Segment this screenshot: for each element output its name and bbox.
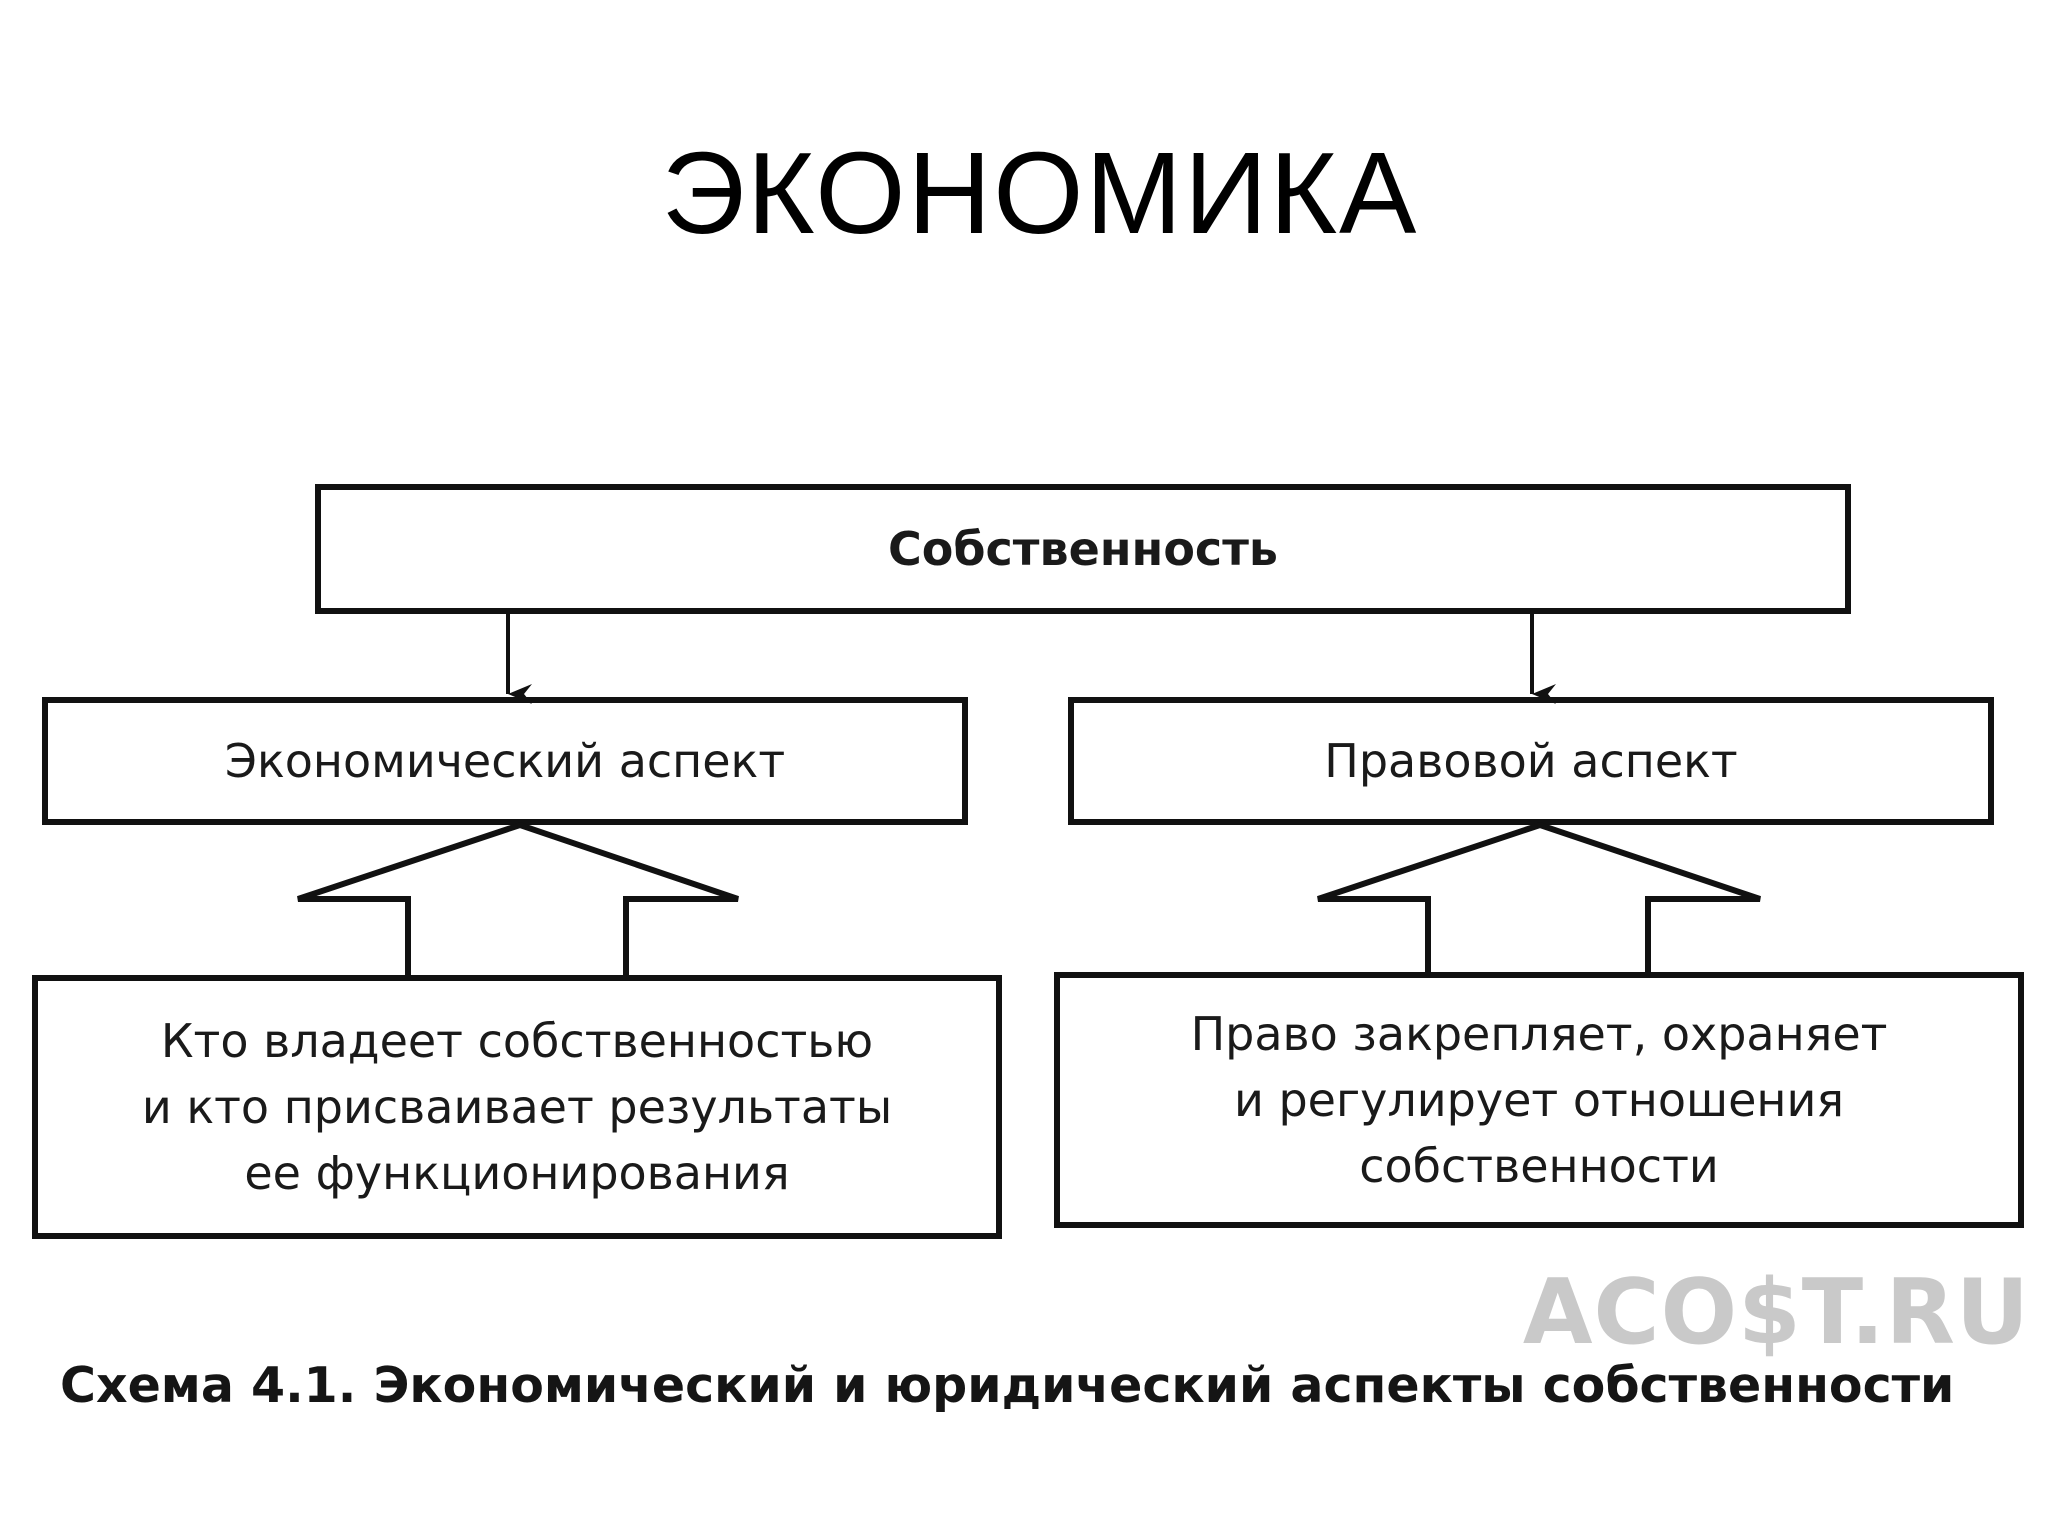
slide-title: ЭКОНОМИКА — [661, 128, 1419, 258]
desc-left-box — [32, 975, 1002, 1239]
desc-left-text: Кто владеет собственностью и кто присваи… — [35, 978, 999, 1236]
desc-left-line: и кто присваивает результаты — [141, 1080, 893, 1134]
aspect-right-box — [1068, 697, 1994, 825]
aspect-left-label: Экономический аспект — [224, 734, 786, 788]
desc-left-line: Кто владеет собственностью — [160, 1014, 874, 1068]
aspect-left-box — [42, 697, 968, 825]
desc-right-line: и регулирует отношения — [1233, 1073, 1845, 1127]
desc-right-text: Право закрепляет, охраняет и регулирует … — [1057, 975, 2021, 1225]
watermark-logo: ACO$T.RU — [1522, 1260, 2030, 1365]
root-label: Собственность — [888, 522, 1278, 576]
desc-right-box — [1054, 972, 2024, 1228]
figure-caption: Схема 4.1. Экономический и юридический а… — [60, 1357, 1955, 1414]
desc-right-line: собственности — [1359, 1139, 1719, 1193]
block-arrow-left — [297, 821, 739, 977]
block-arrow-right — [1317, 821, 1761, 975]
root-box — [315, 484, 1851, 614]
desc-right-line: Право закрепляет, охраняет — [1190, 1007, 1888, 1061]
aspect-right-label: Правовой аспект — [1324, 734, 1738, 788]
desc-left-line: ее функционирования — [244, 1146, 790, 1200]
